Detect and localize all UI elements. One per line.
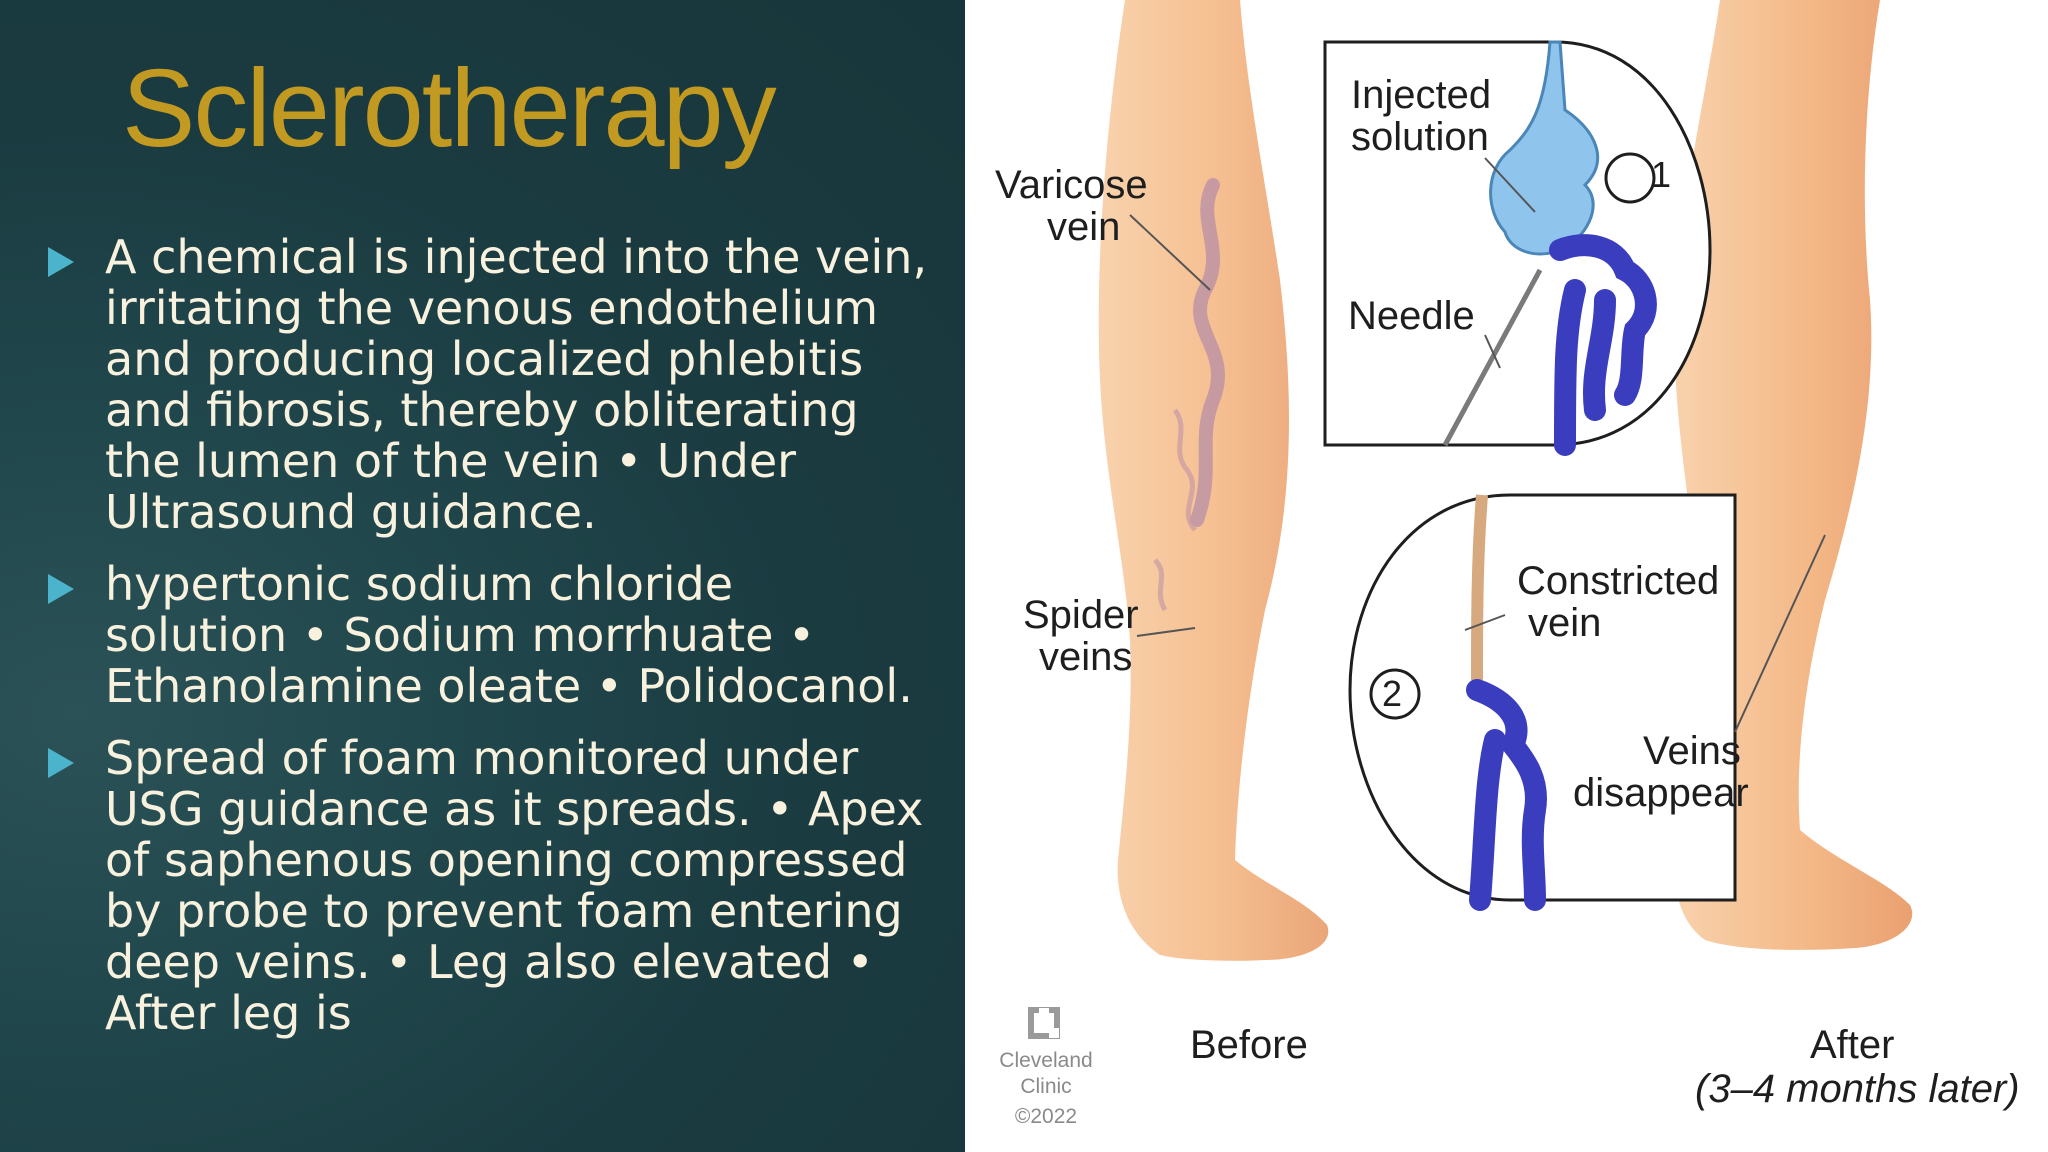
disappear-leader [1734,534,1826,733]
label-injected: Injected [1351,73,1492,117]
label-spider-2: veins [1039,635,1133,679]
bullet-text: hypertonic sodium chloride solution • So… [105,557,913,713]
varicose-leader [1129,214,1211,291]
label-disappear: disappear [1573,771,1749,815]
label-veins: Veins [1643,729,1741,773]
constricted-vein-mark [1471,494,1488,681]
needle-mark [1442,268,1543,447]
bullet-arrow-icon [48,247,74,277]
logo-text-3: ©2022 [1014,1105,1078,1128]
bullet-item: A chemical is injected into the vein, ir… [48,232,928,538]
spider-vein-mark [1153,408,1198,612]
label-injected-2: solution [1351,115,1489,159]
varicose-vein-mark [1190,178,1225,527]
spider-leader [1136,627,1196,637]
injected-solution-mark [1489,40,1600,256]
bullet-text: A chemical is injected into the vein, ir… [105,230,928,539]
bullet-item: hypertonic sodium chloride solution • So… [48,559,928,712]
slide-title: Sclerotherapy [122,47,777,170]
vein-cluster-1 [1549,234,1657,456]
bullet-item: Spread of foam monitored under USG guida… [48,733,928,1039]
logo-text-1: Cleveland [999,1049,1093,1072]
bullet-arrow-icon [48,748,74,778]
inset-frame-2 [1348,493,1737,902]
label-before: Before [1190,1023,1308,1067]
label-constricted-2: vein [1528,601,1602,645]
cleveland-clinic-logo-icon [1028,1007,1060,1039]
label-varicose: Varicose [995,163,1148,207]
label-after-sub: (3–4 months later) [1695,1067,2020,1111]
label-constricted: Constricted [1517,559,1720,603]
label-varicose-2: vein [1047,205,1121,249]
bullet-list: A chemical is injected into the vein, ir… [48,232,928,1060]
bullet-text: Spread of foam monitored under USG guida… [105,731,924,1040]
illustration-panel: Varicose vein Injected solution Needle 1… [965,0,2048,1152]
label-after: After [1810,1023,1895,1067]
before-leg [1098,0,1329,961]
label-step-2: 2 [1382,673,1403,714]
label-step-1: 1 [1651,154,1672,195]
injected-leader [1484,157,1536,213]
step-2-circle [1369,668,1421,720]
label-spider: Spider [1023,593,1139,637]
bullet-arrow-icon [48,574,74,604]
sclerotherapy-illustration [1028,0,1913,1039]
constricted-leader [1464,614,1506,631]
needle-leader [1484,334,1501,369]
step-1-circle [1604,152,1656,204]
vein-cluster-2 [1466,679,1547,911]
logo-text-2: Clinic [1020,1075,1072,1098]
label-needle: Needle [1348,294,1475,338]
text-panel: Sclerotherapy A chemical is injected int… [0,0,965,1152]
